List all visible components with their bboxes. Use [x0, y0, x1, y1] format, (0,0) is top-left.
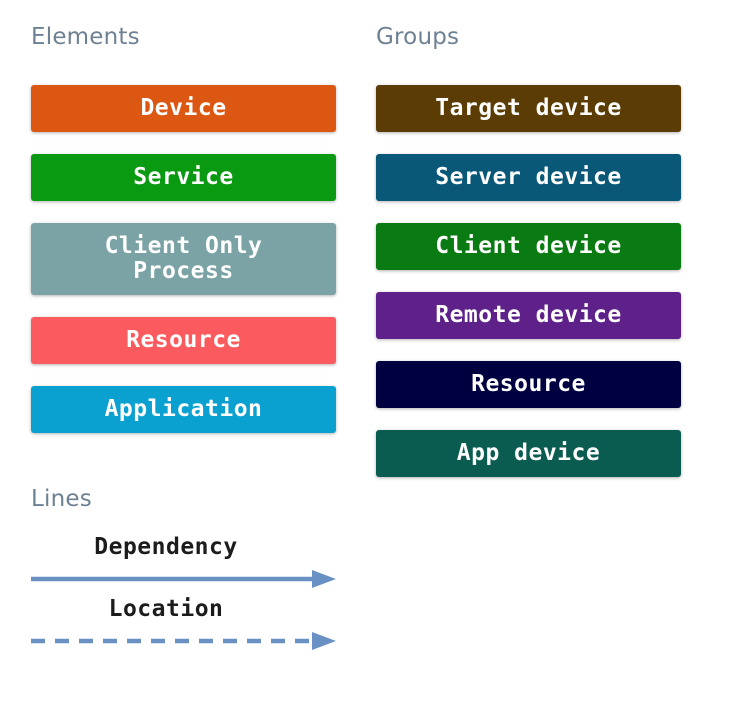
- solid-arrow-icon: [31, 568, 336, 590]
- element-legend-item-4[interactable]: Application: [31, 386, 336, 433]
- groups-section-heading: Groups: [376, 24, 460, 50]
- group-legend-item-0[interactable]: Target device: [376, 85, 681, 132]
- dashed-arrow-icon: [31, 630, 336, 652]
- element-legend-item-2[interactable]: Client Only Process: [31, 223, 336, 295]
- group-legend-item-5[interactable]: App device: [376, 430, 681, 477]
- line-legend-label: Location: [108, 596, 224, 622]
- group-legend-item-label: Target device: [435, 95, 622, 122]
- group-legend-item-label: App device: [456, 440, 601, 467]
- element-legend-item-label: Service: [133, 164, 234, 191]
- element-legend-item-1[interactable]: Service: [31, 154, 336, 201]
- group-legend-item-label: Server device: [435, 164, 622, 191]
- group-legend-item-2[interactable]: Client device: [376, 223, 681, 270]
- element-legend-item-3[interactable]: Resource: [31, 317, 336, 364]
- group-legend-item-label: Remote device: [435, 302, 622, 329]
- line-legend-item-1[interactable]: Location: [31, 596, 336, 658]
- line-legend-item-0[interactable]: Dependency: [31, 534, 336, 596]
- element-legend-item-label: Application: [104, 396, 263, 423]
- lines-section-heading: Lines: [31, 486, 92, 512]
- group-legend-item-4[interactable]: Resource: [376, 361, 681, 408]
- element-legend-item-label: Resource: [126, 327, 241, 354]
- group-legend-item-label: Client device: [435, 233, 622, 260]
- line-legend-label: Dependency: [94, 534, 238, 560]
- element-legend-item-0[interactable]: Device: [31, 85, 336, 132]
- group-legend-item-label: Resource: [471, 371, 586, 398]
- group-legend-item-3[interactable]: Remote device: [376, 292, 681, 339]
- elements-section-heading: Elements: [31, 24, 140, 50]
- element-legend-item-label: Device: [140, 95, 227, 122]
- element-legend-item-label: Client Only Process: [104, 233, 263, 284]
- group-legend-item-1[interactable]: Server device: [376, 154, 681, 201]
